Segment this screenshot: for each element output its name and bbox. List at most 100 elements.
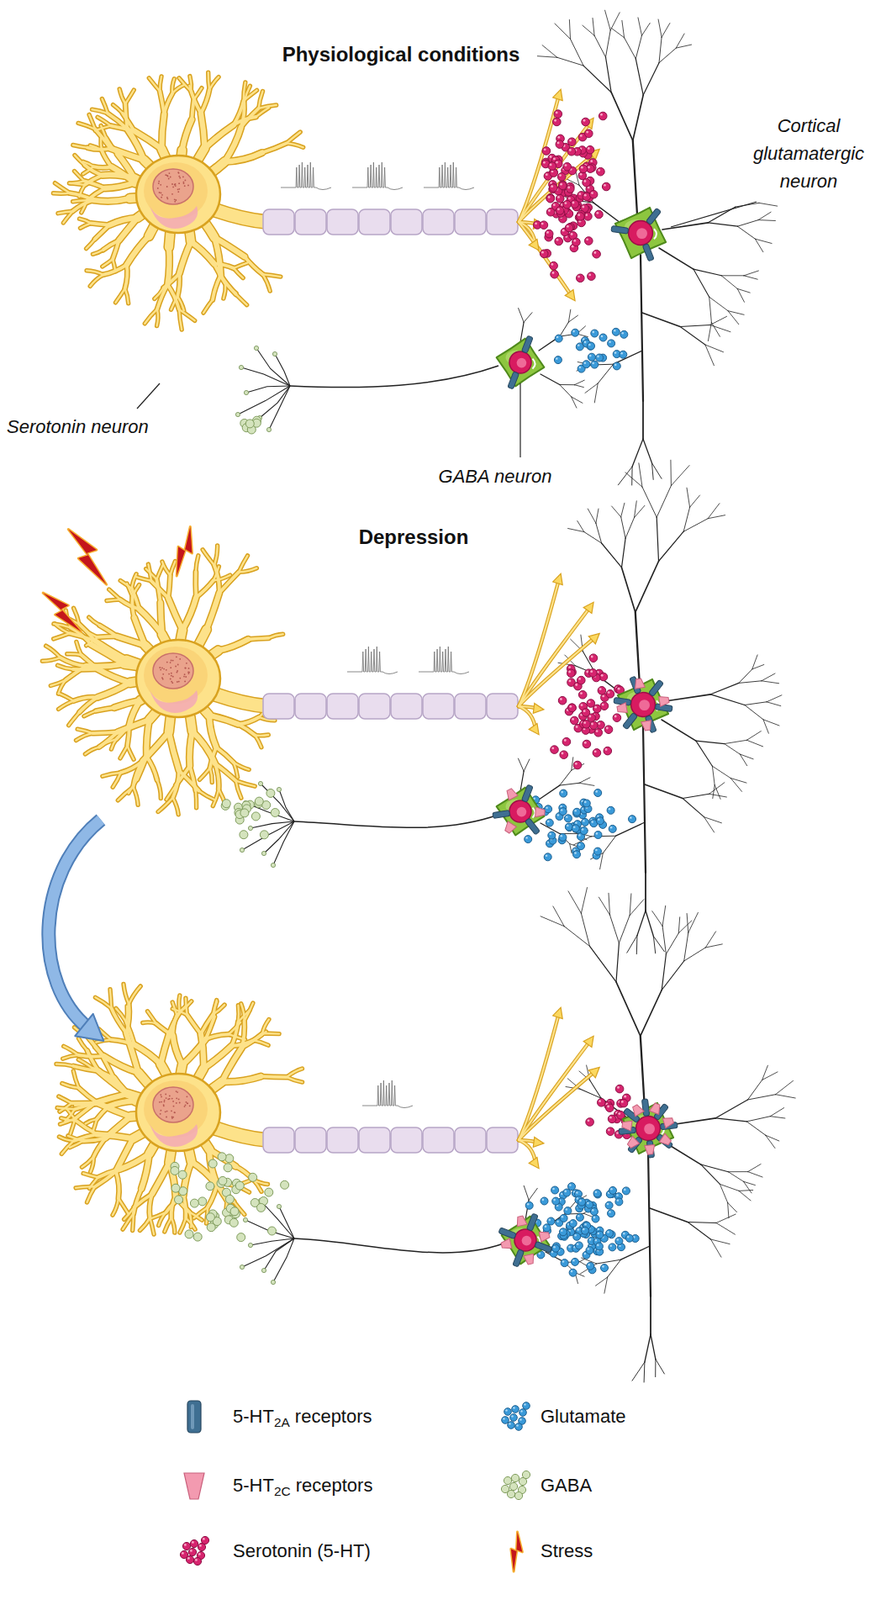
dendrite [94,996,111,1008]
serotonin-dot-shine [588,700,591,703]
chromatin-dot [179,658,181,660]
dendrite-outline [168,597,183,630]
chromatin-dot [166,196,169,199]
dendrite [218,638,249,650]
dendrite-outline [68,711,80,726]
dendrite [73,200,88,202]
glutamate-dot-shine [591,362,595,365]
chromatin-dot [160,192,163,195]
chromatin-dot [174,184,177,187]
cortical-dendrites [537,10,777,486]
nucleolus [638,699,650,711]
glutamate-dot [619,350,628,359]
dendrite [183,1195,186,1219]
serotonin-dot [567,669,576,678]
dendrite [200,1014,213,1034]
dendrite [205,1033,230,1039]
dendrite-line [570,38,585,66]
gaba-terminal-branch [273,1238,295,1282]
dendrite-line [719,1183,739,1191]
dendrite [169,561,175,576]
dendrite-outline [200,113,206,148]
serotonin-dot [581,117,591,127]
dendrite-line [571,396,577,408]
chromatin-dot [177,188,180,190]
serotonin-dot-shine [601,674,604,677]
serotonin-dot-shine [564,738,567,742]
dendrite-line [678,917,680,934]
serotonin-dot [553,117,562,127]
dendrite [101,150,111,168]
chromatin-dot [174,665,177,668]
dendrite-line [743,1181,753,1193]
glutamate-dot-shine [560,808,564,812]
serotonin-dot [568,703,577,712]
dendrite-line [610,914,620,943]
dendrite [157,780,161,799]
terminal-outline [518,606,591,707]
dendrite-line [687,1222,711,1240]
dendrite-outline [93,198,130,201]
dendrite [194,1207,208,1219]
dendrite-line [665,933,679,955]
dendrite-line [569,843,572,854]
dendrite-line [631,466,633,486]
serotonin-dot-shine [581,205,585,209]
dendrite-line [743,270,760,276]
dendrite-outline [190,241,215,264]
dendrite-line [643,1361,646,1382]
terminal-bouton [564,289,580,304]
dendrite [81,200,88,213]
dendrite [83,161,94,167]
chromatin-dot [171,681,174,684]
dendrite [125,264,128,289]
dendrite-line [766,695,782,702]
dendrite-line [682,793,710,798]
dendrite [126,1022,135,1045]
dendrite-outline [53,632,70,639]
dendrite-outline [286,1068,302,1077]
receptor-2a [524,817,540,835]
serotonin-dot [597,686,607,696]
dendrite-line [636,935,639,955]
glutamate-dot-shine [613,329,617,333]
dendrite [125,89,134,105]
dendrite-outline [63,1054,80,1059]
dendrite-line [748,1079,763,1100]
glutamate-dot-shine [595,832,599,835]
glutamate-dot-shine [581,827,585,831]
chromatin-dot [178,172,180,175]
dendrite [209,715,217,748]
dendrite [205,125,234,149]
dendrite [191,100,194,121]
dendrite-line [710,694,744,706]
dendrite-line [640,1035,645,1110]
glutamate-dot [594,847,602,855]
dendrite [232,1022,239,1046]
dendrite-outline [173,1014,178,1036]
serotonin-dot-shine [595,729,599,733]
dendrite-outline [221,274,237,294]
receptor-2c [659,695,670,707]
dendrite-outline [117,719,150,733]
serotonin-dot [553,110,563,119]
chromatin-dot [162,673,164,676]
serotonin-dot [555,140,565,149]
gaba-axon [294,1238,504,1253]
dendrite [58,664,74,670]
serotonin-dot-shine [590,191,594,195]
dendrite [120,580,132,589]
dendrite [172,1008,187,1015]
dendrite [109,217,138,226]
dendrite-line [621,516,626,538]
dendrite [160,602,163,635]
glutamate-dot-shine [577,344,581,348]
dendrite-line [621,502,625,517]
serotonin-dot-shine [575,725,579,728]
dendrite [189,76,192,92]
serotonin-dot [546,194,555,203]
gaba-bouton [235,411,240,417]
serotonin-dot [548,162,557,171]
serotonin-dot-shine [574,762,578,765]
glutamate-dot [599,333,607,342]
